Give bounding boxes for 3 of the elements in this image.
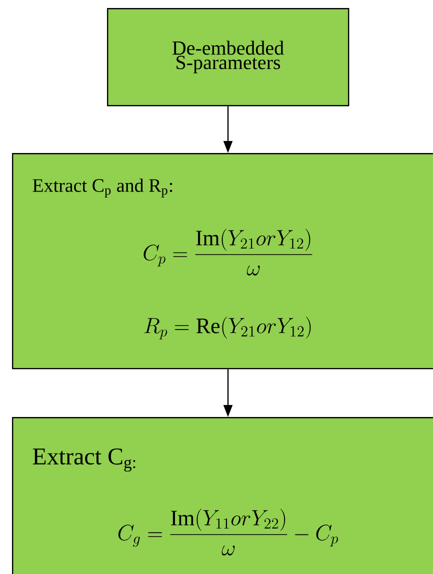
process-box: Extract C$_{g:}$ $C_{g} = \frac{\mathrm{Im}(Y_{11} or Y_{22})}{\omega} - C_{p}$ [12, 417, 433, 574]
process-box: De-embedded S-parameters [107, 8, 350, 106]
process-box: Extract C$_{p}$ and R$_{p}$: $C_{p} = \frac{\mathrm{Im}(Y_{21} or Y_{12})}{\omega}$ $R_{p} = \mathrm{Re}(Y_{21} or Y_{12})$ [12, 153, 433, 370]
